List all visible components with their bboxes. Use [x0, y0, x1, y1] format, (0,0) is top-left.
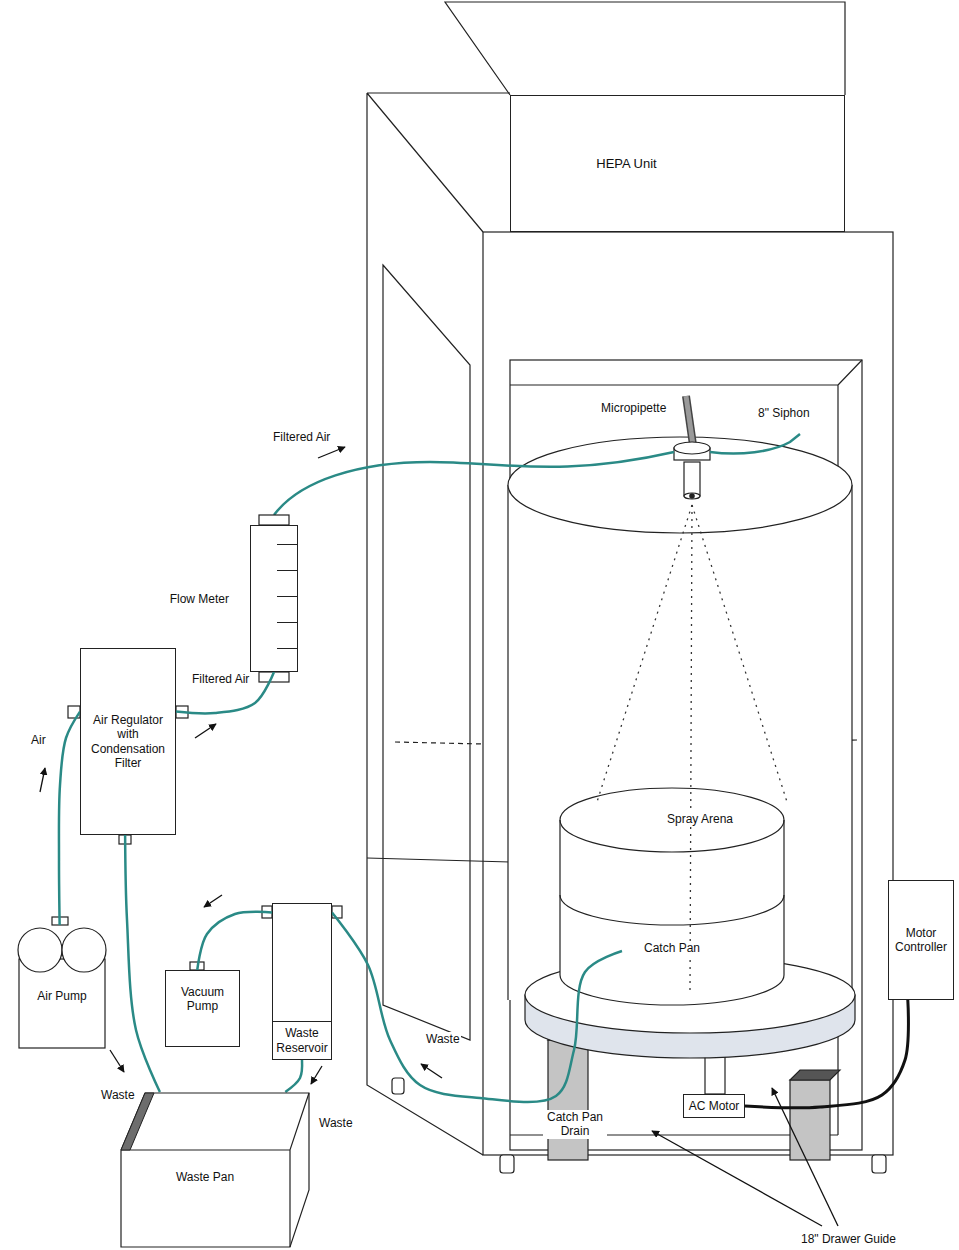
scale-tick	[277, 596, 297, 597]
condensate-drain-hose	[125, 835, 160, 1092]
meter-cap	[259, 515, 289, 525]
waste-reservoir-label: Waste Reservoir	[276, 1026, 328, 1055]
catch-pan-bottom	[560, 975, 784, 1005]
flow-arrow	[110, 1050, 124, 1072]
flow-label: Waste	[100, 1088, 136, 1102]
micropipette-tip	[686, 396, 693, 445]
air-regulator: Air Regulator with Condensation Filter	[80, 648, 176, 835]
air-pump-label: Air Pump	[19, 989, 105, 1003]
flow-arrow	[195, 724, 216, 738]
flow-arrow	[40, 768, 45, 792]
vacuum-hose	[197, 912, 272, 970]
pointer-arrow	[652, 1131, 822, 1226]
spray-line	[596, 505, 692, 805]
waste-pan: Waste Pan	[120, 1092, 310, 1248]
flow-label: Waste	[318, 1116, 354, 1130]
side-door	[383, 265, 470, 1040]
catch-pan: Catch Pan	[622, 941, 722, 961]
cabinet-side	[367, 93, 510, 1155]
air-hose	[59, 712, 80, 925]
hepa-unit-top	[445, 2, 845, 95]
part-label: 8" Siphon	[757, 406, 811, 420]
part-label: Micropipette	[600, 401, 667, 415]
filtered-air-hose	[176, 672, 274, 713]
flow-label: Filtered Air	[272, 430, 331, 444]
ac-motor: AC Motor	[683, 1094, 745, 1118]
part-label: Catch Pan Drain	[543, 1110, 607, 1139]
scale-tick	[277, 648, 297, 649]
arena-fill	[560, 820, 784, 1005]
flow-meter: Flow Meter	[250, 525, 298, 672]
drawer-guide	[790, 1080, 830, 1160]
catch-pan-label: Catch Pan	[642, 941, 702, 955]
micropipette-tip	[686, 396, 693, 445]
flow-arrow	[311, 1066, 322, 1084]
caster-wheel	[872, 1155, 886, 1173]
air-pump: Air Pump	[15, 925, 108, 1050]
pump-head	[18, 928, 62, 972]
flow-label: Air	[30, 733, 47, 747]
nozzle-cap	[674, 442, 710, 454]
flow-arrow	[204, 895, 222, 907]
vacuum-pump: Vacuum Pump	[165, 970, 240, 1047]
reservoir-divider	[273, 1021, 331, 1022]
nozzle-orifice	[684, 493, 700, 499]
panel-joint	[367, 858, 510, 862]
nozzle	[674, 396, 710, 499]
flow-arrow	[421, 1064, 442, 1078]
flow-label: Waste	[425, 1032, 461, 1046]
pump-shape	[15, 925, 108, 1050]
spray-arena-label: Spray Arena	[665, 812, 735, 826]
nozzle-tube	[684, 462, 700, 496]
reservoir-drain-hose	[285, 1060, 302, 1092]
air-regulator-label: Air Regulator with Condensation Filter	[84, 713, 172, 771]
pan-edge	[121, 1093, 309, 1247]
waste-pan-label: Waste Pan	[120, 1170, 290, 1184]
waste-reservoir: Waste Reservoir	[272, 903, 332, 1060]
spray-cone	[596, 505, 788, 990]
vacuum-pump-label: Vacuum Pump	[169, 985, 236, 1014]
hepa-unit: HEPA Unit	[510, 95, 845, 232]
ac-motor-label: AC Motor	[689, 1099, 740, 1113]
arena-top	[560, 788, 784, 852]
flow-arrow	[318, 447, 345, 458]
pump-head	[62, 928, 106, 972]
siphon-tube	[710, 434, 800, 454]
catch-pan-rim	[560, 895, 784, 925]
chamber-top	[508, 437, 852, 533]
drawer-guide	[548, 1040, 588, 1160]
filtered-air-tube	[274, 452, 674, 515]
spray-chamber	[508, 437, 855, 1160]
motor-controller: Motor Controller	[888, 880, 954, 1000]
cabinet	[367, 2, 893, 1173]
motor-controller-label: Motor Controller	[892, 926, 950, 955]
fittings	[52, 515, 342, 970]
caster-wheel	[392, 1078, 404, 1094]
nozzle-hole	[690, 494, 694, 498]
flow-label: Filtered Air	[191, 672, 250, 686]
spray-arena: Spray Arena	[640, 812, 760, 832]
spray-line	[690, 505, 692, 990]
cabinet-front	[483, 232, 893, 1155]
drawer-guide-top	[790, 1070, 840, 1080]
hepa-unit-label: HEPA Unit	[596, 156, 656, 172]
motor-cable	[745, 1000, 908, 1108]
pan-outline	[121, 1093, 309, 1247]
scale-tick	[277, 622, 297, 623]
pump-body	[19, 959, 105, 1048]
caster-wheel	[500, 1155, 514, 1173]
tubes	[274, 434, 800, 515]
flow-meter-label: Flow Meter	[170, 592, 229, 606]
catch-pan-drain-hose	[332, 912, 622, 1102]
scale-tick	[277, 544, 297, 545]
part-label: 18" Drawer Guide	[800, 1232, 897, 1246]
scale-tick	[277, 570, 297, 571]
spray-line	[692, 505, 788, 805]
